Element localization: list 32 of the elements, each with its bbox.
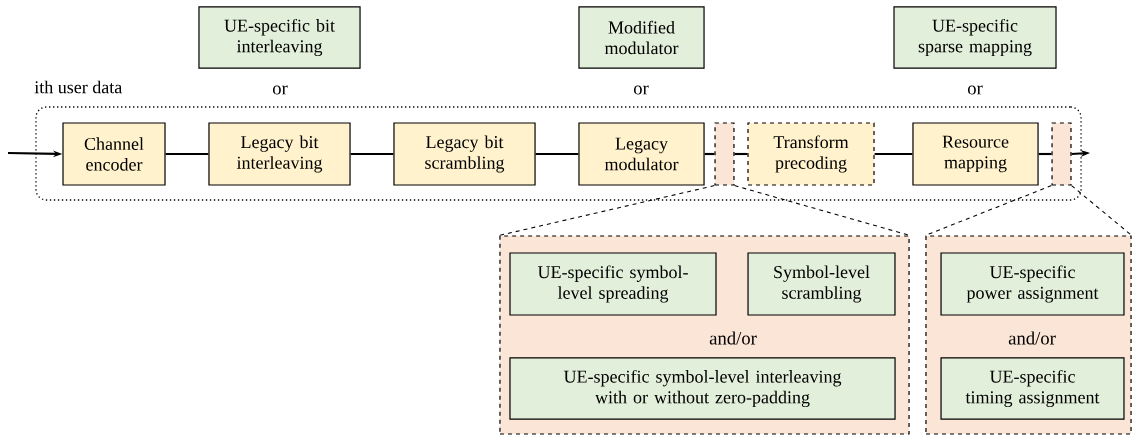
connector-word: and/or	[709, 331, 757, 345]
heading: ith user data	[34, 80, 122, 94]
connector-line	[1038, 152, 1052, 156]
option-box: UE-specific symbol-level interleaving with or without zero-padding	[509, 357, 896, 420]
connector-word: or	[272, 85, 288, 95]
connector-line	[350, 152, 394, 156]
process-box: Transform precoding	[747, 122, 875, 186]
connector-line	[165, 152, 209, 156]
insert-box	[1051, 122, 1072, 186]
zoom-line	[1071, 185, 1133, 236]
option-box: UE-specific sparse mapping	[893, 6, 1057, 69]
process-box: Channel encoder	[62, 122, 166, 186]
connector-line	[535, 152, 579, 156]
option-box: UE-specific symbol-level spreading	[509, 252, 717, 316]
connector-word: or	[633, 85, 649, 95]
connector-line	[704, 152, 715, 156]
option-box: UE-specific bit interleaving	[198, 6, 361, 69]
connector-word: or	[967, 85, 983, 95]
process-box: Legacy modulator	[578, 122, 705, 186]
zoom-line	[734, 185, 911, 236]
option-box: Modified modulator	[578, 6, 705, 69]
option-box: UE-specific power assignment	[940, 252, 1125, 316]
chain-frame	[35, 106, 1082, 201]
insert-box	[714, 122, 735, 186]
process-box: Resource mapping	[912, 122, 1039, 186]
connector-word: and/or	[1008, 331, 1056, 345]
connector-line	[874, 152, 913, 156]
connector-line	[734, 152, 748, 156]
option-box: UE-specific timing assignment	[940, 357, 1125, 420]
option-box: Symbol-level scrambling	[747, 252, 896, 316]
process-box: Legacy bit interleaving	[208, 122, 351, 186]
process-box: Legacy bit scrambling	[393, 122, 536, 186]
